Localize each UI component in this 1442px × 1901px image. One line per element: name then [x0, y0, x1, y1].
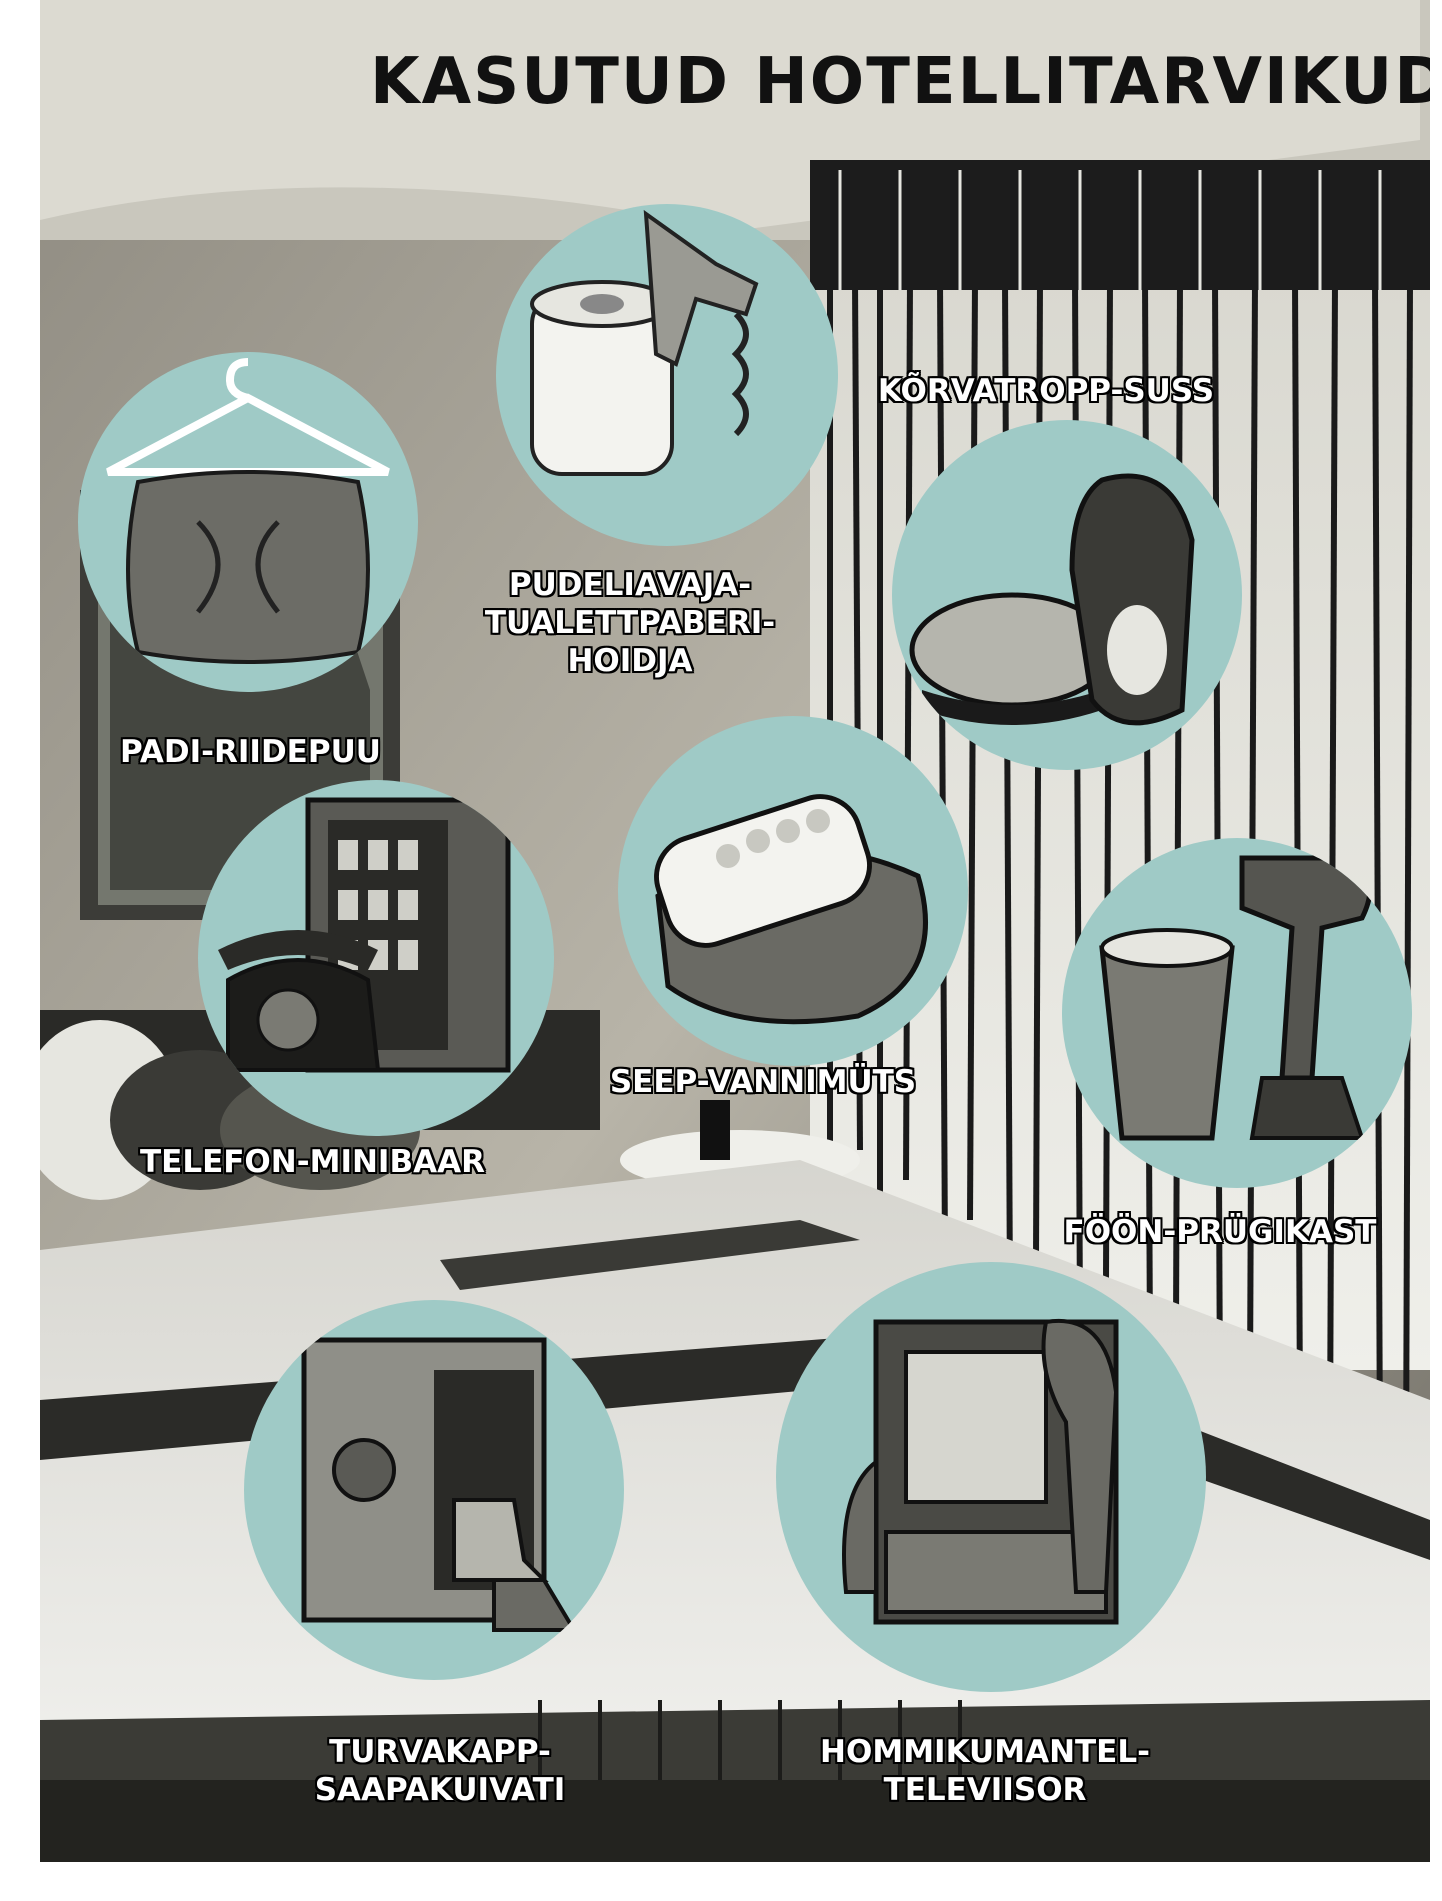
label-telefon: TELEFON-MINIBAAR [140, 1144, 485, 1180]
label-line: PUDELIAVAJA- [508, 567, 752, 603]
label-line: HOMMIKUMANTEL- [820, 1734, 1150, 1770]
bathrobe-television-icon [776, 1262, 1206, 1692]
label-line: SAAPAKUIVATI [314, 1772, 566, 1808]
label-seep: SEEP-VANNIMÜTS [609, 1064, 917, 1100]
hairdryer-trash-bin-icon [1062, 838, 1412, 1188]
toilet-paper-bottle-opener-icon [496, 204, 838, 546]
label-line: TUALETTPABERI- [484, 605, 776, 641]
earplug-slipper-icon [892, 420, 1242, 770]
label-line: TELEVIISOR [883, 1772, 1087, 1808]
label-pudeliavaja: PUDELIAVAJA- TUALETTPABERI- HOIDJA [470, 566, 790, 680]
pillow-hanger-icon [78, 352, 418, 692]
label-foon: FÖÖN-PRÜGIKAST [1063, 1214, 1377, 1250]
label-line: HOIDJA [567, 643, 693, 679]
label-hommikumantel: HOMMIKUMANTEL- TELEVIISOR [800, 1733, 1170, 1809]
soap-shower-cap-icon [618, 716, 968, 1066]
label-padi-riidepuu: PADI-RIIDEPUU [120, 734, 381, 770]
safe-boot-dryer-icon [244, 1300, 624, 1680]
label-korvatropp: KÕRVATROPP-SUSS [877, 373, 1215, 409]
label-line: TURVAKAPP- [329, 1734, 551, 1770]
telephone-minibar-icon [198, 780, 554, 1136]
label-turvakapp: TURVAKAPP- SAAPAKUIVATI [290, 1733, 590, 1809]
page-title: KASUTUD HOTELLITARVIKUD [370, 45, 1430, 119]
poster: KASUTUD HOTELLITARVIKUD [40, 0, 1430, 1862]
